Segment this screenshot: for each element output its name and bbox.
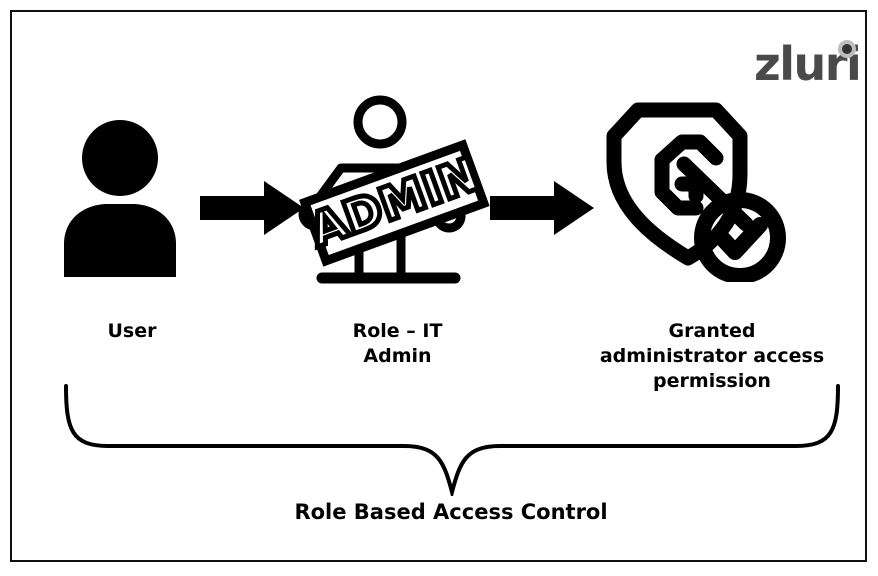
step-label-permission: Granted administrator access permission xyxy=(599,320,825,392)
step-label-role: Role – IT Admin xyxy=(352,320,443,367)
diagram-caption: Role Based Access Control xyxy=(294,500,608,524)
shield-key-check-icon xyxy=(604,92,789,284)
user-avatar-icon xyxy=(62,92,182,277)
person-holding-admin-sign-icon: ADMIN xyxy=(297,90,492,285)
right-arrow-icon xyxy=(490,180,594,236)
zluri-logo: zluri xyxy=(754,38,862,90)
diagram-frame: zluri xyxy=(10,10,867,562)
right-arrow-icon xyxy=(200,180,304,236)
check-icon xyxy=(714,217,768,260)
step-label-user: User xyxy=(107,320,157,342)
curly-brace-icon xyxy=(52,384,852,500)
logo-dot-icon xyxy=(838,40,856,58)
